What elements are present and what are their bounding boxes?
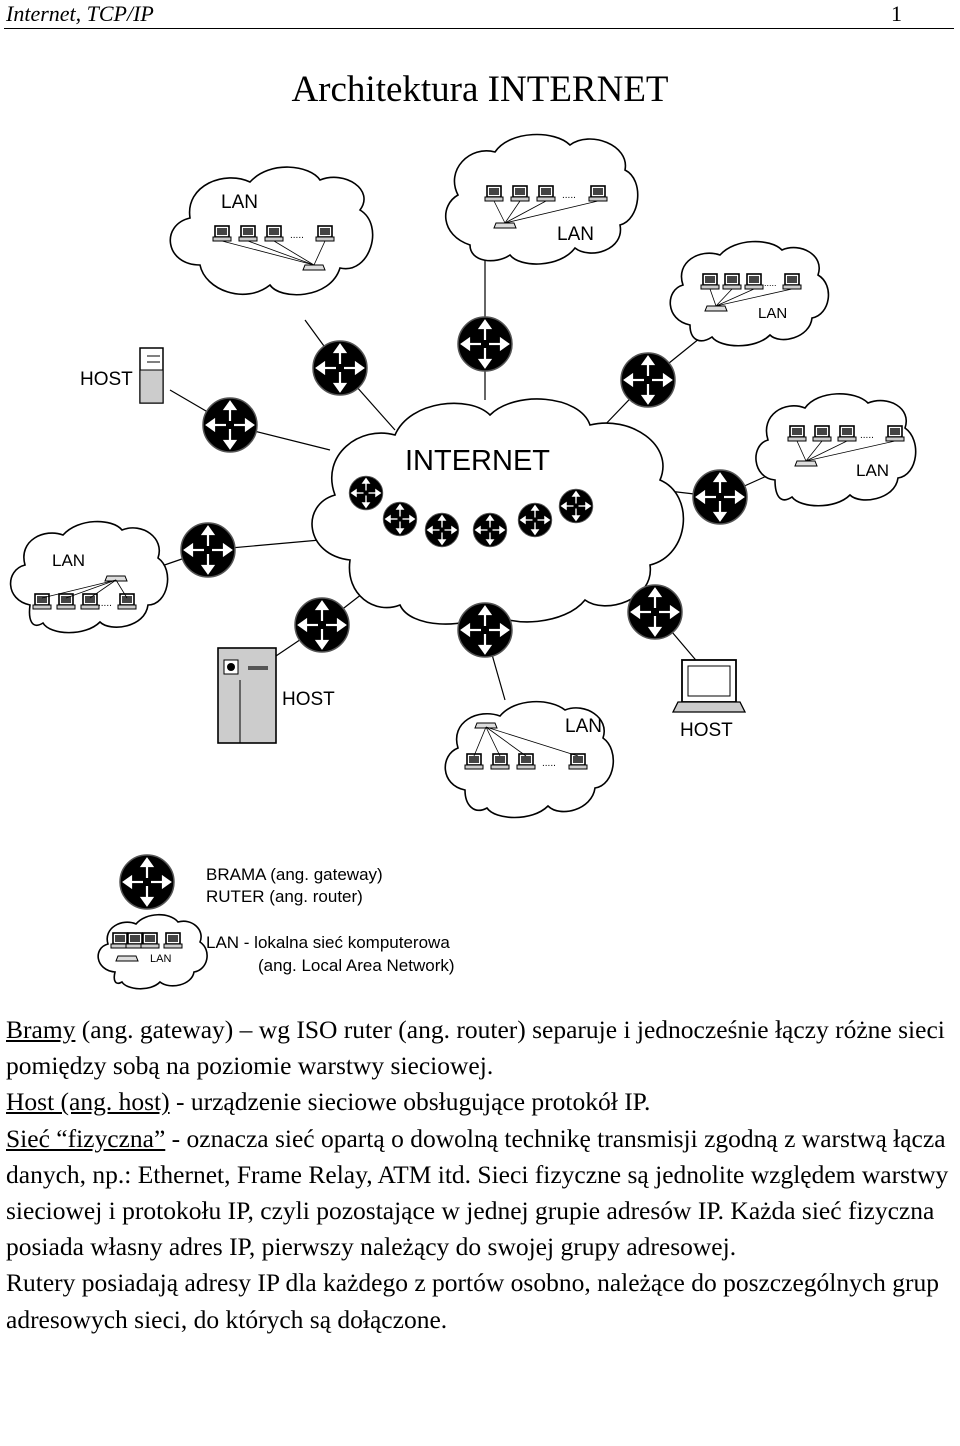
internet-label: INTERNET: [405, 445, 550, 477]
paragraph-bramy-text: (ang. gateway) – wg ISO ruter (ang. rout…: [6, 1015, 945, 1081]
host-label-1: HOST: [80, 369, 133, 390]
page-number: 1: [891, 1, 902, 26]
term-siec-fizyczna: Sieć “fizyczna”: [6, 1123, 166, 1153]
page-header: Internet, TCP/IP 1: [0, 0, 960, 30]
lan-devices: ..... ..... ..... ..... ..... .....: [32, 185, 905, 962]
page-title: Architektura INTERNET: [291, 69, 669, 110]
legend-lan-line2: (ang. Local Area Network): [258, 956, 455, 975]
host-label-3: HOST: [680, 720, 733, 741]
host-terminal: [671, 659, 747, 713]
paragraph-host-text: - urządzenie sieciowe obsługujące protok…: [169, 1087, 651, 1117]
paragraph-bramy: Bramy (ang. gateway) – wg ISO ruter (ang…: [6, 1012, 956, 1084]
legend-router-line1: BRAMA (ang. gateway): [206, 865, 383, 884]
legend-lan-cloud: [97, 913, 208, 990]
svg-text:.....: .....: [764, 278, 777, 288]
lan-label-4: LAN: [856, 461, 889, 480]
svg-text:.....: .....: [98, 598, 112, 609]
host-server: [217, 647, 277, 744]
host-label-2: HOST: [282, 689, 335, 710]
header-rule: [4, 28, 954, 29]
svg-text:.....: .....: [562, 190, 576, 201]
legend-lan-line1: LAN - lokalna sieć komputerowa: [206, 933, 450, 952]
term-host: Host (ang. host): [6, 1087, 170, 1117]
legend-router-line2: RUTER (ang. router): [206, 887, 363, 906]
lan-label-5: LAN: [52, 551, 85, 570]
paragraph-rutery: Rutery posiadają adresy IP dla każdego z…: [6, 1268, 940, 1334]
lan-label-3: LAN: [758, 305, 787, 322]
svg-text:.....: .....: [290, 230, 304, 241]
paragraph-siec-text: - oznacza sieć opartą o dowolną technikę…: [6, 1123, 949, 1262]
cloud-internet: [311, 398, 685, 625]
lan-label-6: LAN: [565, 716, 602, 737]
lan-label-legend: LAN: [150, 953, 171, 965]
lan-label-1: LAN: [221, 192, 258, 213]
term-bramy: Bramy: [6, 1015, 76, 1044]
internet-architecture-diagram: ..... ..... ..... ..... ..... ..... LAN …: [9, 133, 917, 990]
legend-router-icon: [118, 853, 176, 911]
svg-text:.....: .....: [860, 430, 874, 441]
body-text: Bramy (ang. gateway) – wg ISO ruter (ang…: [6, 1012, 956, 1338]
host-tower-small: [139, 347, 164, 404]
svg-text:.....: .....: [542, 758, 556, 769]
lan-label-2: LAN: [557, 224, 594, 245]
header-title: Internet, TCP/IP: [6, 1, 154, 26]
paragraph-siec: Sieć “fizyczna” - oznacza sieć opartą o …: [6, 1121, 956, 1266]
cloud-lan-right: [755, 393, 917, 507]
paragraph-host: Host (ang. host) - urządzenie sieciowe o…: [6, 1084, 956, 1120]
cloud-lan-left: [9, 520, 169, 634]
cloud-lan-top-right: [669, 240, 830, 347]
